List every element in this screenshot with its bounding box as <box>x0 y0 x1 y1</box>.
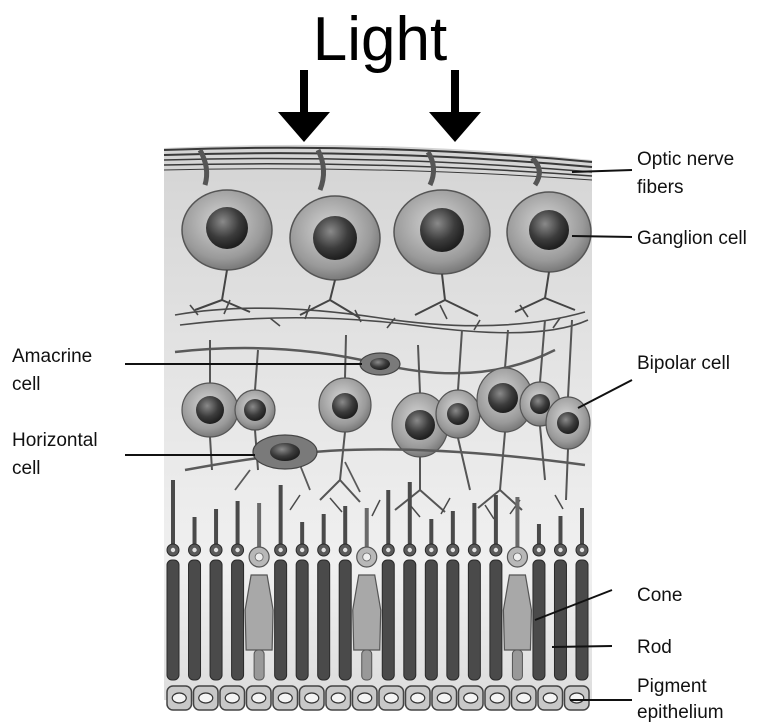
pigment-cell <box>485 686 510 710</box>
pigment-cell <box>565 686 590 710</box>
pigment-cell <box>220 686 245 710</box>
ganglion-leader <box>572 236 632 237</box>
rod-cell <box>533 524 545 680</box>
pigment-cell <box>247 686 272 710</box>
rod-label: Rod <box>637 637 672 658</box>
rod-cell <box>296 522 308 680</box>
amacrine-cell-label-line1: Amacrine <box>12 346 92 367</box>
light-arrow-right-icon <box>429 70 481 142</box>
pigment-cell <box>167 686 192 710</box>
horizontal-cell-label-line2: cell <box>12 458 41 479</box>
cone-label: Cone <box>637 585 682 606</box>
pigment-cell <box>194 686 219 710</box>
pigment-cell <box>406 686 431 710</box>
pigment-cell <box>432 686 457 710</box>
pigment-cell <box>512 686 537 710</box>
bipolar-cell-label: Bipolar cell <box>637 353 730 374</box>
pigment-cell <box>326 686 351 710</box>
pigment-epithelium-label-line1: Pigment <box>637 676 707 697</box>
horizontal-cell-label-line1: Horizontal <box>12 430 98 451</box>
diagram-title: Light <box>313 5 447 74</box>
pigment-cell <box>300 686 325 710</box>
pigment-cell <box>538 686 563 710</box>
rod-leader <box>552 646 612 647</box>
optic-nerve-label-line2: fibers <box>637 177 683 198</box>
ganglion-cell-label: Ganglion cell <box>637 228 747 249</box>
optic-nerve-label-line1: Optic nerve <box>637 149 734 170</box>
pigment-cell <box>353 686 378 710</box>
amacrine-cell-label-line2: cell <box>12 374 41 395</box>
pigment-cell <box>379 686 404 710</box>
pigment-epithelium-label-line2: epithelium <box>637 702 724 722</box>
pigment-cell <box>273 686 298 710</box>
pigment-cell <box>459 686 484 710</box>
light-arrow-left-icon <box>278 70 330 142</box>
